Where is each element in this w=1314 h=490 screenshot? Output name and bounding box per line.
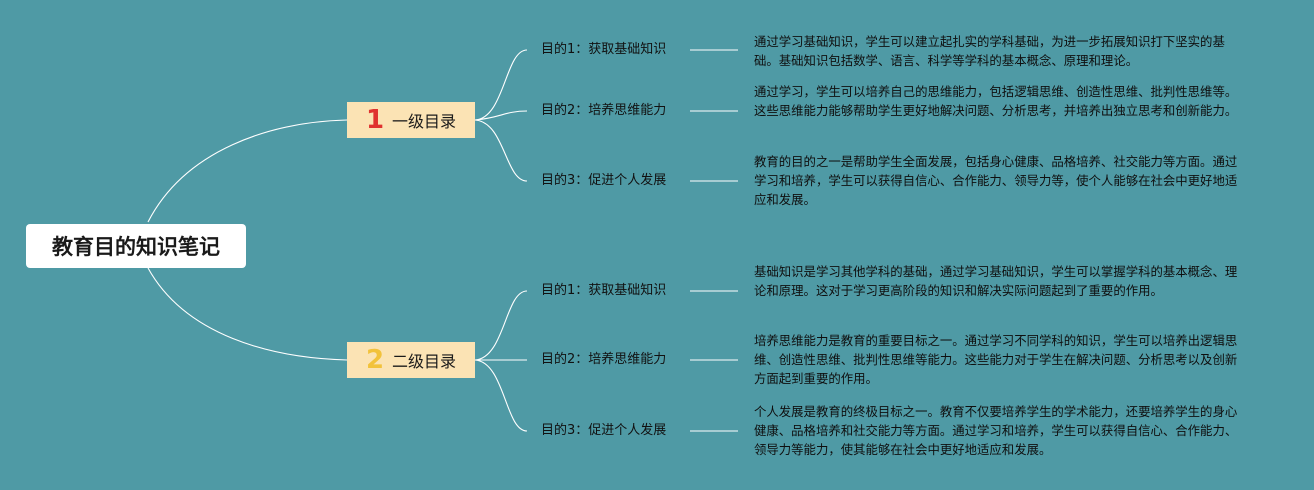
badge-number-2: 2 <box>365 345 385 375</box>
detail-note-1-1: 通过学习基础知识，学生可以建立起扎实的学科基础，为进一步拓展知识打下坚实的基础。… <box>754 34 1225 68</box>
topic-node-2-1[interactable]: 目的1：获取基础知识 <box>541 283 667 298</box>
detail-note-1-3: 教育的目的之一是帮助学生全面发展，包括身心健康、品格培养、社交能力等方面。通过学… <box>754 154 1238 207</box>
badge-number-1: 1 <box>365 105 385 135</box>
connector-b1-item-1 <box>474 49 528 121</box>
branch-label-1: 一级目录 <box>392 112 457 131</box>
branch-node-2[interactable]: 2 二级目录 <box>347 342 475 378</box>
topic-node-2-3[interactable]: 目的3：促进个人发展 <box>541 423 667 438</box>
root-title: 教育目的知识笔记 <box>52 235 220 259</box>
topic-node-2-2[interactable]: 目的2：培养思维能力 <box>541 352 667 367</box>
root-node[interactable]: 教育目的知识笔记 <box>26 224 246 268</box>
connector-b2-item-1 <box>474 290 528 361</box>
detail-note-2-3: 个人发展是教育的终极目标之一。教育不仅要培养学生的学术能力，还要培养学生的身心健… <box>754 404 1238 457</box>
connector-b1-item-2 <box>474 110 528 121</box>
detail-note-1-2: 通过学习，学生可以培养自己的思维能力，包括逻辑思维、创造性思维、批判性思维等。这… <box>754 84 1238 118</box>
topic-node-1-3[interactable]: 目的3：促进个人发展 <box>541 173 667 188</box>
topic-node-1-1[interactable]: 目的1：获取基础知识 <box>541 42 667 57</box>
detail-note-2-2: 培养思维能力是教育的重要目标之一。通过学习不同学科的知识，学生可以培养出逻辑思维… <box>754 333 1238 386</box>
detail-note-2-1: 基础知识是学习其他学科的基础，通过学习基础知识，学生可以掌握学科的基本概念、理论… <box>754 264 1238 298</box>
connector-b1-item-3 <box>474 119 528 182</box>
branch-label-2: 二级目录 <box>392 352 457 371</box>
connector-root-branch-1 <box>147 119 348 223</box>
topic-node-1-2[interactable]: 目的2：培养思维能力 <box>541 103 667 118</box>
connector-root-branch-2 <box>147 267 348 361</box>
branch-node-1[interactable]: 1 一级目录 <box>347 102 475 138</box>
connector-b2-item-3 <box>474 359 528 432</box>
